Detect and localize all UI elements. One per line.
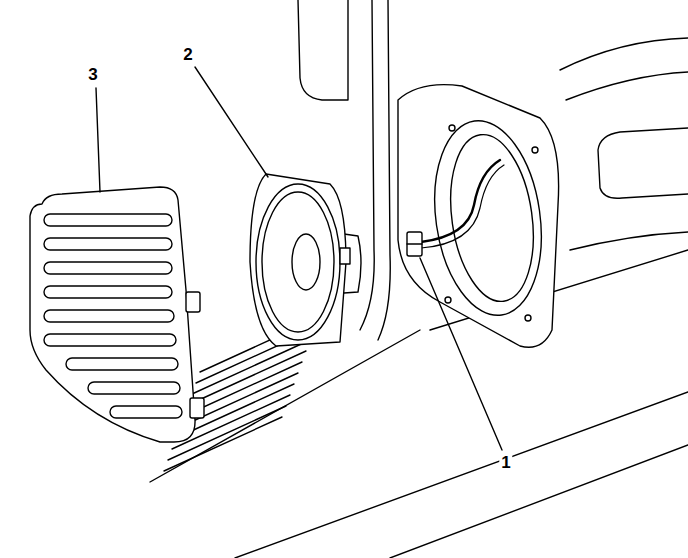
door-panel <box>570 232 688 250</box>
callout-anchor: 3 <box>86 66 99 85</box>
grille-slots <box>44 214 182 418</box>
wire <box>421 165 504 248</box>
callout-anchor: 1 <box>499 454 512 473</box>
grille-slot <box>44 262 172 274</box>
door-panel <box>560 38 688 70</box>
speaker-opening <box>423 114 553 323</box>
callout-number: 3 <box>86 66 99 85</box>
screw-hole <box>449 125 455 131</box>
speaker-dust-cap <box>292 234 320 290</box>
wire <box>421 160 500 242</box>
pillar-trim <box>360 0 374 330</box>
connector-detail <box>407 243 422 244</box>
screw-hole <box>532 147 538 153</box>
grille-slot <box>44 286 172 298</box>
speaker-cone <box>256 184 340 340</box>
grille <box>30 187 195 442</box>
callout-anchor: 2 <box>181 46 194 65</box>
connector <box>407 232 422 256</box>
speaker-cone-edge <box>262 192 334 332</box>
screw-hole <box>445 297 451 303</box>
door-handle-recess <box>598 128 688 198</box>
grille-slot <box>88 382 180 394</box>
grille-tab <box>190 398 204 418</box>
speaker-terminal <box>340 248 350 264</box>
floor-edge <box>235 392 688 558</box>
sill-edge <box>390 445 688 558</box>
leader-line <box>420 258 502 450</box>
grille-slot <box>44 310 174 322</box>
grille-slot <box>44 238 172 250</box>
callout-number: 1 <box>499 454 512 473</box>
screw-hole <box>525 315 531 321</box>
leader-line <box>96 88 100 192</box>
leader-line <box>195 67 268 177</box>
pillar-trim <box>378 0 390 340</box>
grille-slot <box>44 214 172 226</box>
grille-slot <box>66 358 178 370</box>
grille-tab <box>186 292 200 312</box>
grille-slot <box>44 334 176 346</box>
door-panel <box>566 72 688 100</box>
speaker-frame <box>250 174 346 346</box>
kick-panel <box>398 85 559 348</box>
speaker-opening-rim <box>441 129 544 306</box>
callout-number: 2 <box>181 46 194 65</box>
grille-slot <box>110 406 182 418</box>
pillar-trim <box>298 0 348 100</box>
